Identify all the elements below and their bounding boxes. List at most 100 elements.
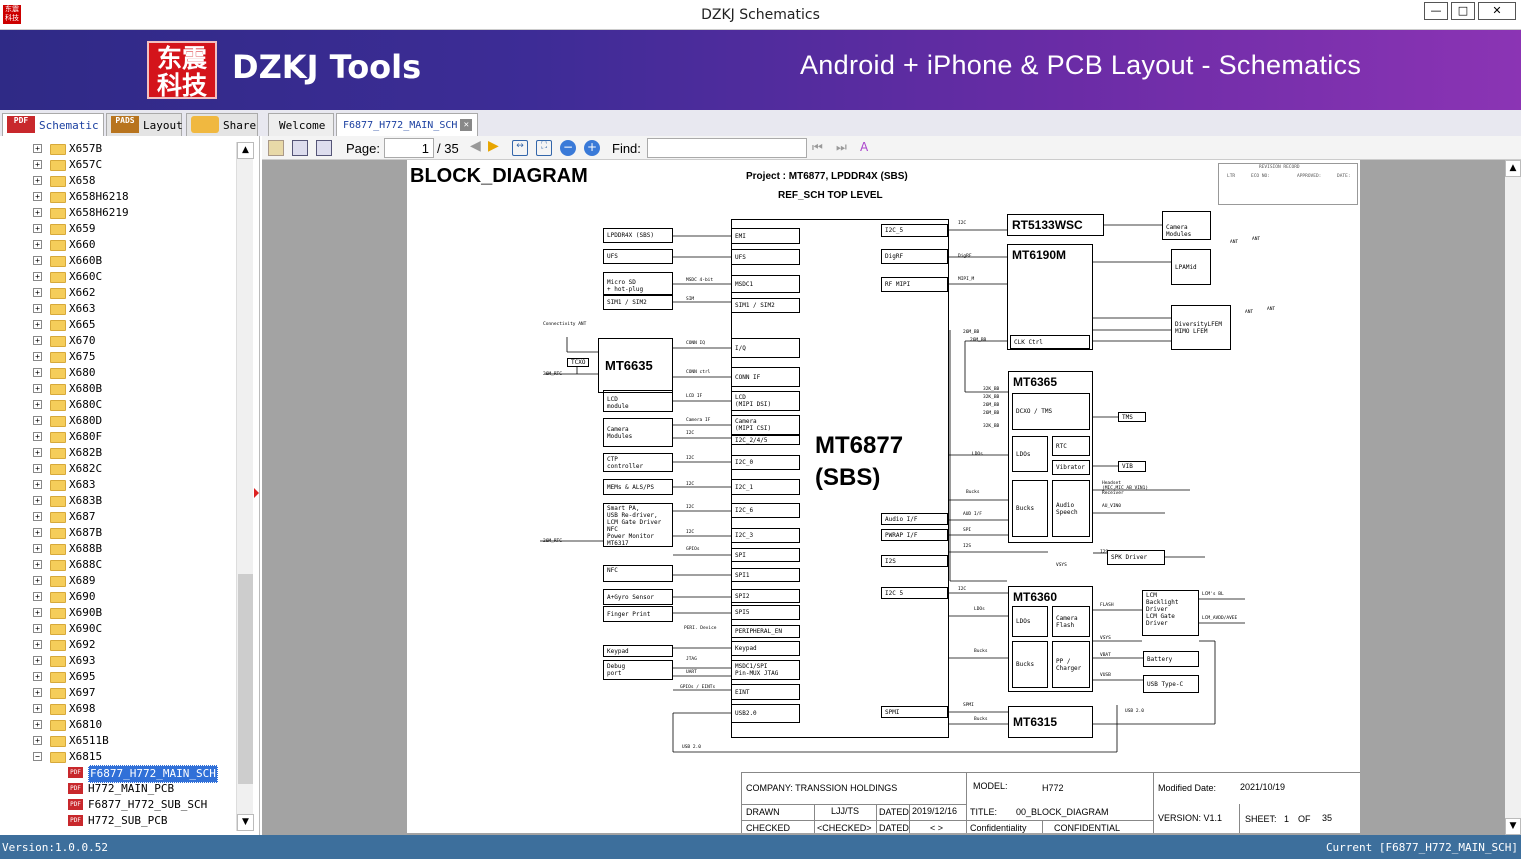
tab-share[interactable]: Share: [186, 113, 258, 136]
expand-icon[interactable]: +: [33, 304, 42, 313]
tree-folder-x683b[interactable]: +X683B: [0, 493, 236, 509]
tree-folder-x658[interactable]: +X658: [0, 173, 236, 189]
expand-icon[interactable]: +: [33, 256, 42, 265]
expand-icon[interactable]: +: [33, 736, 42, 745]
scroll-up-icon[interactable]: ▲: [237, 142, 254, 159]
tree-scrollbar[interactable]: ▲ ▼: [236, 142, 254, 831]
collapse-panel-icon[interactable]: [254, 488, 259, 498]
tree-folder-x689[interactable]: +X689: [0, 573, 236, 589]
tree-folder-x675[interactable]: +X675: [0, 349, 236, 365]
collapse-icon[interactable]: −: [33, 752, 42, 761]
expand-icon[interactable]: +: [33, 704, 42, 713]
expand-icon[interactable]: +: [33, 672, 42, 681]
expand-icon[interactable]: +: [33, 336, 42, 345]
scroll-down-icon[interactable]: ▼: [237, 814, 254, 831]
tree-folder-x688c[interactable]: +X688C: [0, 557, 236, 573]
expand-icon[interactable]: +: [33, 656, 42, 665]
tree-folder-x688b[interactable]: +X688B: [0, 541, 236, 557]
next-page-icon[interactable]: ▶: [488, 138, 499, 154]
tree-folder-x695[interactable]: +X695: [0, 669, 236, 685]
scroll-down-icon[interactable]: ▼: [1505, 818, 1521, 835]
expand-icon[interactable]: +: [33, 560, 42, 569]
expand-icon[interactable]: +: [33, 224, 42, 233]
zoom-out-icon[interactable]: −: [560, 140, 576, 156]
tree-folder-x698[interactable]: +X698: [0, 701, 236, 717]
minimize-button[interactable]: —: [1424, 2, 1448, 20]
expand-icon[interactable]: +: [33, 528, 42, 537]
tree-folder-x680b[interactable]: +X680B: [0, 381, 236, 397]
tree-folder-x683[interactable]: +X683: [0, 477, 236, 493]
tree-folder-x6511b[interactable]: +X6511B: [0, 733, 236, 749]
tree-folder-x658h6219[interactable]: +X658H6219: [0, 205, 236, 221]
tree-folder-x693[interactable]: +X693: [0, 653, 236, 669]
tree-folder-x657b[interactable]: +X657B: [0, 141, 236, 157]
tab-layout[interactable]: PADS Layout: [106, 113, 183, 136]
tab-schematic[interactable]: PDF Schematic: [2, 113, 104, 136]
tree-folder-x660b[interactable]: +X660B: [0, 253, 236, 269]
tree-folder-x680c[interactable]: +X680C: [0, 397, 236, 413]
tree-folder-x659[interactable]: +X659: [0, 221, 236, 237]
tree-folder-x697[interactable]: +X697: [0, 685, 236, 701]
expand-icon[interactable]: +: [33, 368, 42, 377]
expand-icon[interactable]: +: [33, 192, 42, 201]
tree-folder-x660[interactable]: +X660: [0, 237, 236, 253]
expand-icon[interactable]: +: [33, 240, 42, 249]
expand-icon[interactable]: +: [33, 576, 42, 585]
expand-icon[interactable]: +: [33, 400, 42, 409]
tree-folder-x6815[interactable]: −X6815: [0, 749, 236, 765]
prev-page-icon[interactable]: ◀: [470, 138, 481, 154]
copy-icon[interactable]: [268, 140, 284, 156]
tab-f6877-main-sch[interactable]: F6877_H772_MAIN_SCH✕: [336, 113, 478, 136]
zoom-in-icon[interactable]: +: [584, 140, 600, 156]
scroll-thumb[interactable]: [238, 574, 253, 784]
tree-folder-x665[interactable]: +X665: [0, 317, 236, 333]
expand-icon[interactable]: +: [33, 208, 42, 217]
expand-icon[interactable]: +: [33, 592, 42, 601]
expand-icon[interactable]: +: [33, 320, 42, 329]
tree-folder-x670[interactable]: +X670: [0, 333, 236, 349]
tree-folder-x690[interactable]: +X690: [0, 589, 236, 605]
expand-icon[interactable]: +: [33, 272, 42, 281]
fit-page-icon[interactable]: ⛶: [536, 140, 552, 156]
rotate-right-icon[interactable]: [292, 140, 308, 156]
expand-icon[interactable]: +: [33, 432, 42, 441]
tree-folder-x6810[interactable]: +X6810: [0, 717, 236, 733]
expand-icon[interactable]: +: [33, 176, 42, 185]
tree-folder-x682c[interactable]: +X682C: [0, 461, 236, 477]
expand-icon[interactable]: +: [33, 288, 42, 297]
expand-icon[interactable]: +: [33, 480, 42, 489]
expand-icon[interactable]: +: [33, 608, 42, 617]
viewer-scrollbar[interactable]: ▲ ▼: [1505, 160, 1521, 835]
expand-icon[interactable]: +: [33, 496, 42, 505]
expand-icon[interactable]: +: [33, 352, 42, 361]
tab-welcome[interactable]: Welcome: [268, 113, 334, 136]
expand-icon[interactable]: +: [33, 688, 42, 697]
expand-icon[interactable]: +: [33, 512, 42, 521]
expand-icon[interactable]: +: [33, 384, 42, 393]
tree-folder-x690b[interactable]: +X690B: [0, 605, 236, 621]
tree-folder-x690c[interactable]: +X690C: [0, 621, 236, 637]
close-button[interactable]: ✕: [1478, 2, 1516, 20]
expand-icon[interactable]: +: [33, 464, 42, 473]
tree-folder-x687[interactable]: +X687: [0, 509, 236, 525]
tree-folder-x692[interactable]: +X692: [0, 637, 236, 653]
tree-folder-x658h6218[interactable]: +X658H6218: [0, 189, 236, 205]
tree-folder-x657c[interactable]: +X657C: [0, 157, 236, 173]
maximize-button[interactable]: □: [1451, 2, 1475, 20]
expand-icon[interactable]: +: [33, 720, 42, 729]
tree-folder-x663[interactable]: +X663: [0, 301, 236, 317]
scroll-up-icon[interactable]: ▲: [1505, 160, 1521, 177]
tree-folder-x662[interactable]: +X662: [0, 285, 236, 301]
find-next-icon[interactable]: ⏭: [836, 140, 847, 154]
tree-folder-x682b[interactable]: +X682B: [0, 445, 236, 461]
rotate-left-icon[interactable]: [316, 140, 332, 156]
tree-folder-x680f[interactable]: +X680F: [0, 429, 236, 445]
expand-icon[interactable]: +: [33, 144, 42, 153]
expand-icon[interactable]: +: [33, 448, 42, 457]
tree-folder-x680[interactable]: +X680: [0, 365, 236, 381]
expand-icon[interactable]: +: [33, 160, 42, 169]
expand-icon[interactable]: +: [33, 624, 42, 633]
